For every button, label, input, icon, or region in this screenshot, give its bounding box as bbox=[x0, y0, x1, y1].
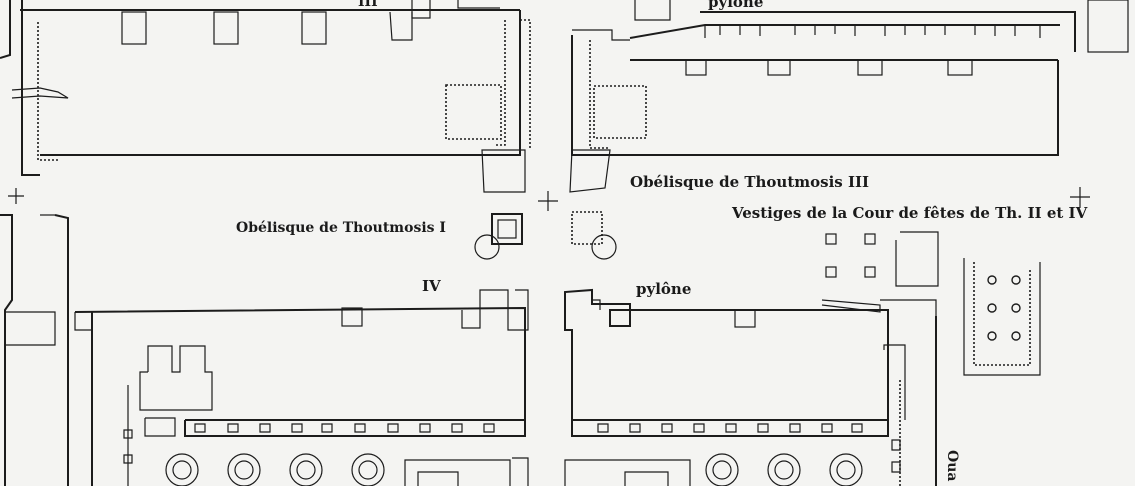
lower-left-hall bbox=[74, 289, 529, 486]
pylon-label-bottom: pylône bbox=[636, 280, 691, 298]
upper-left-hall bbox=[0, 0, 531, 193]
obelisk-thutmose-iii bbox=[571, 211, 617, 260]
festival-court-label: Vestiges de la Cour de fêtes de Th. II e… bbox=[731, 204, 1088, 222]
upper-right-hall bbox=[569, 0, 1129, 193]
festival-court-vestiges bbox=[821, 231, 1041, 376]
lower-right-hall bbox=[564, 288, 937, 486]
pylon-label-top: pylône bbox=[708, 0, 763, 11]
pylon-number-iii: III bbox=[358, 0, 378, 10]
obelisk-thutmose-i-label: Obélisque de Thoutmosis I bbox=[236, 220, 446, 236]
survey-crosses bbox=[8, 187, 1090, 211]
left-edge-walls bbox=[0, 214, 69, 486]
side-text: Oua bbox=[944, 450, 960, 481]
pylon-number-iv: IV bbox=[422, 277, 441, 295]
obelisk-thutmose-i bbox=[474, 213, 523, 260]
obelisk-thutmose-iii-label: Obélisque de Thoutmosis III bbox=[630, 173, 869, 191]
